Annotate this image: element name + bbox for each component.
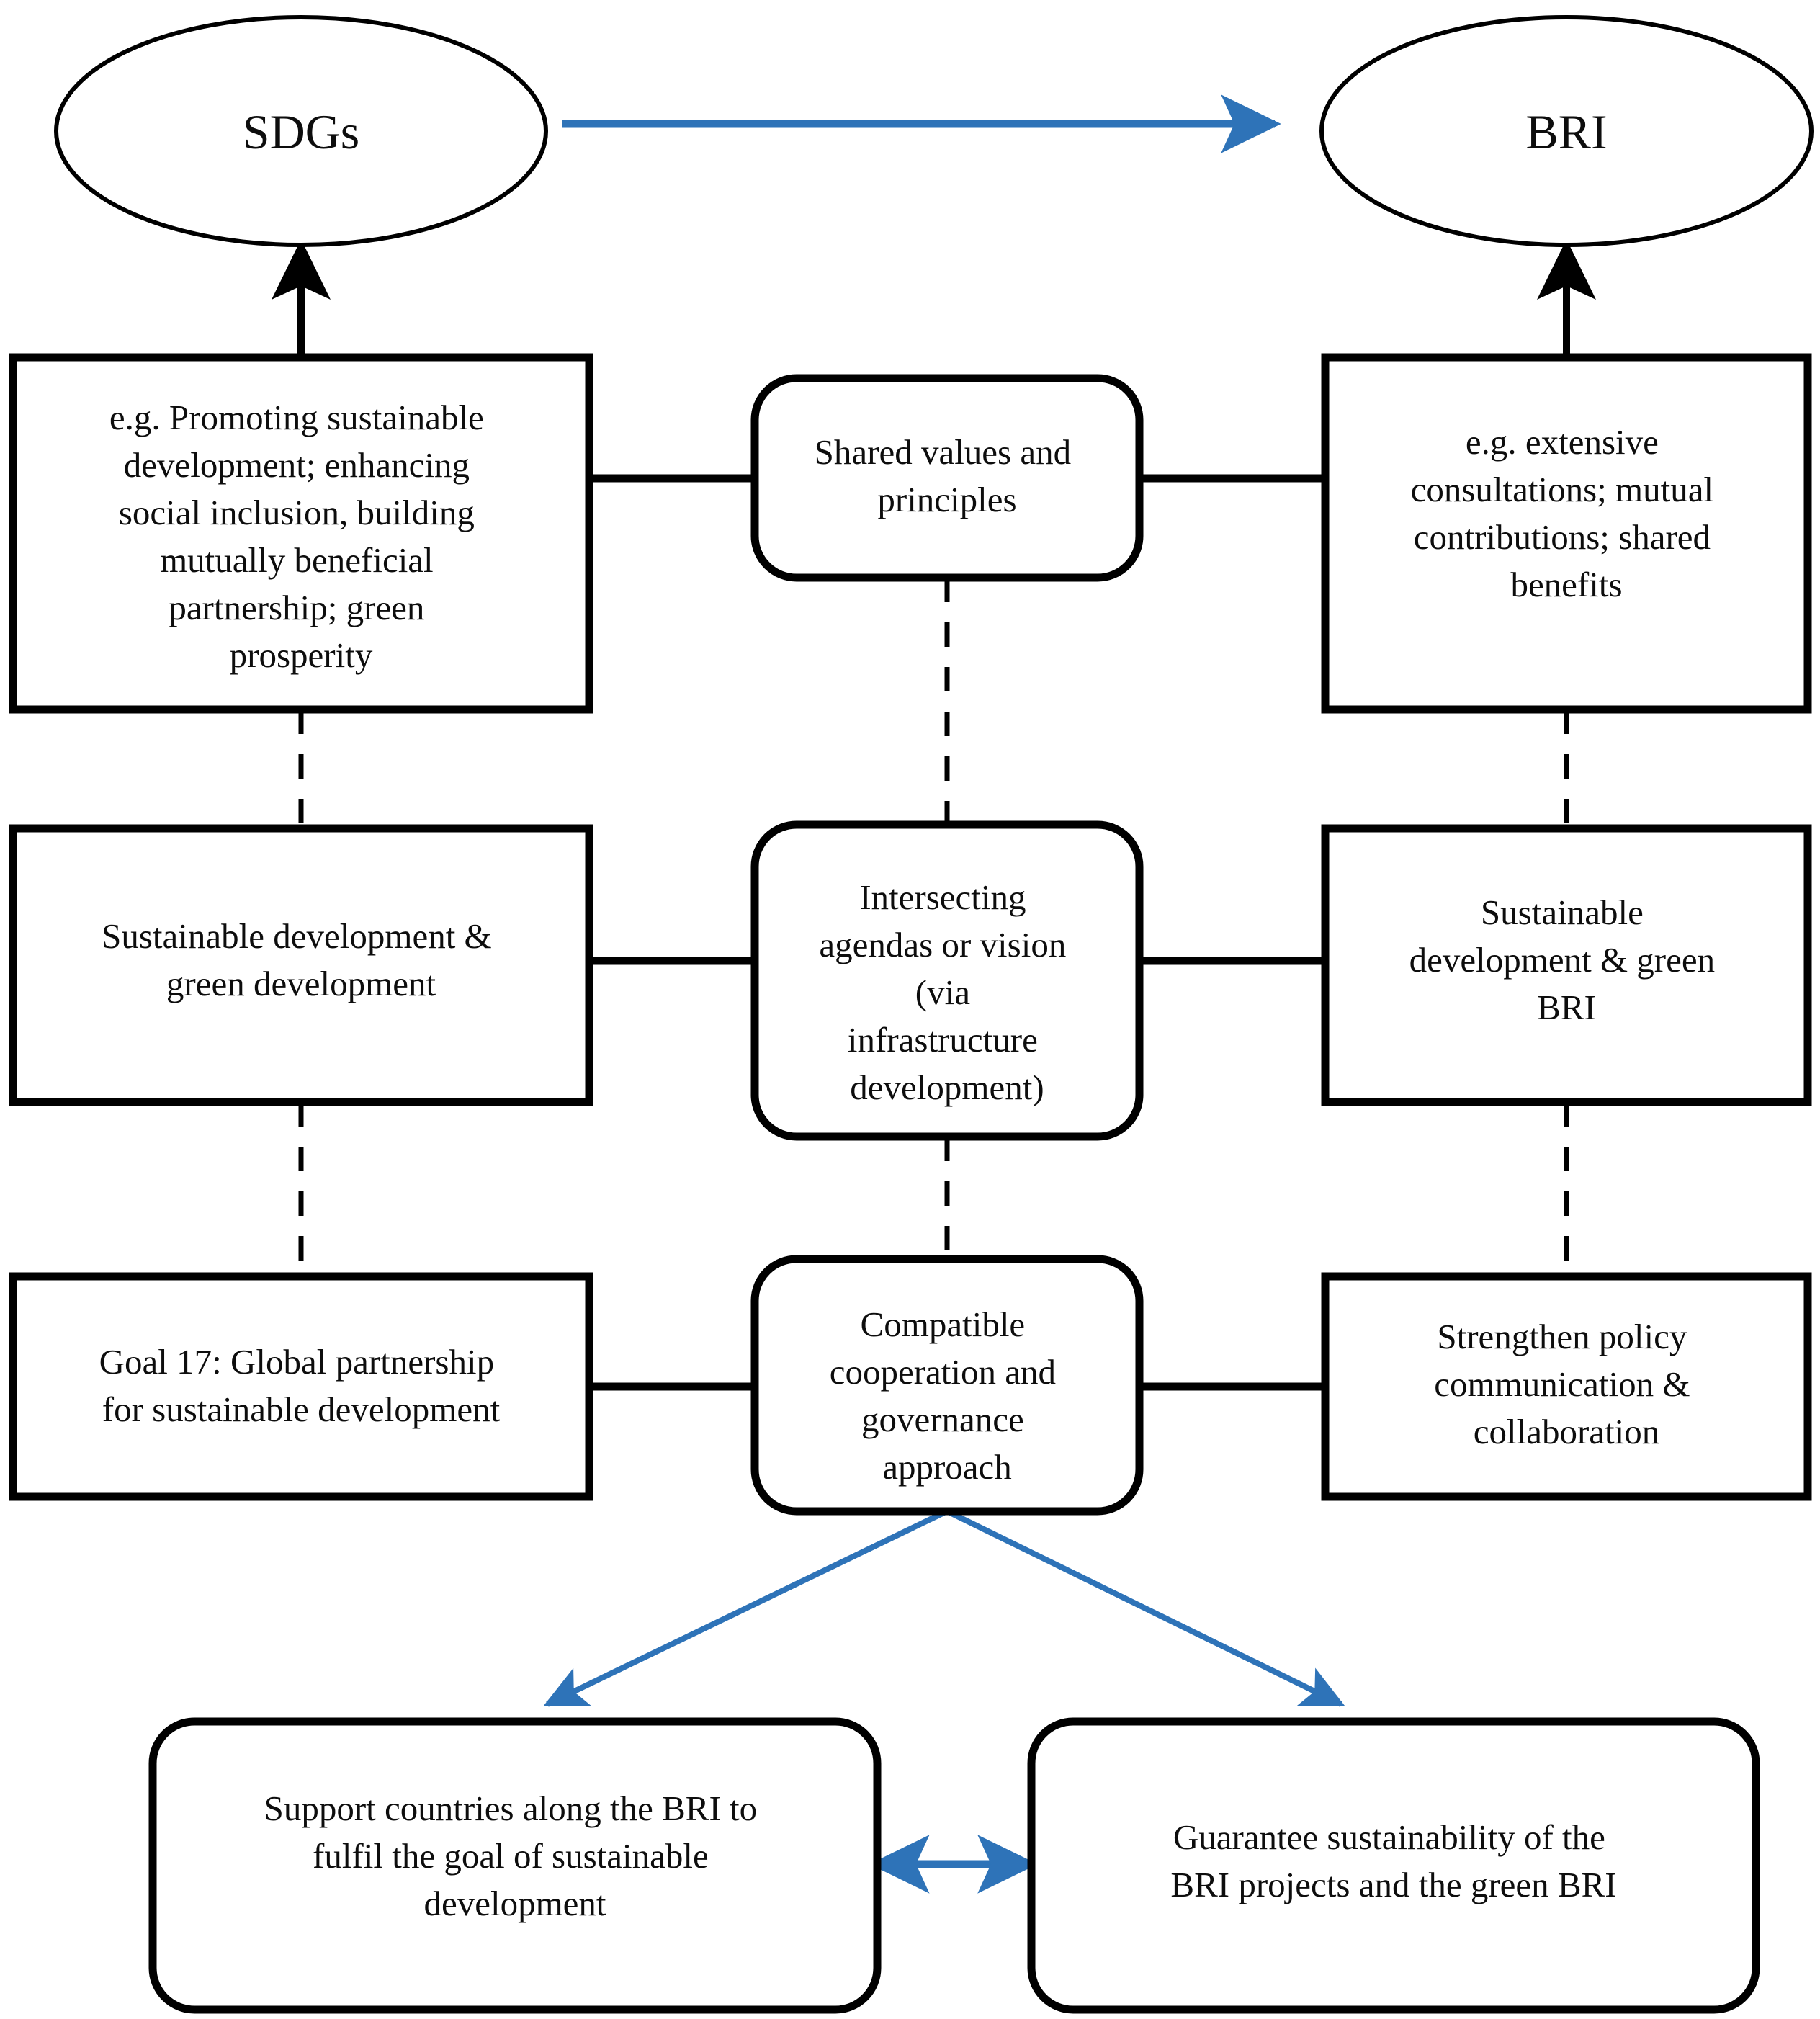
node-support-countries-label: Support countries along the BRI to fulfi… (264, 1789, 766, 1923)
node-sdgs-examples-label: e.g. Promoting sustainable development; … (109, 398, 493, 675)
node-sustainable-green-development[interactable]: Sustainable development & green developm… (9, 824, 593, 1106)
node-sustainable-green-bri-label: Sustainable development & green BRI (1409, 892, 1724, 1027)
node-support-countries[interactable]: Support countries along the BRI to fulfi… (148, 1717, 882, 2014)
connector-compatible-cooperation-to-guarantee-sustainability (946, 1508, 1345, 1707)
node-goal-17[interactable]: Goal 17: Global partnership for sustaina… (9, 1272, 593, 1501)
node-sdgs-examples[interactable]: e.g. Promoting sustainable development; … (9, 353, 593, 714)
node-strengthen-policy[interactable]: Strengthen policy communication & collab… (1321, 1272, 1812, 1501)
node-guarantee-sustainability-label: Guarantee sustainability of the BRI proj… (1170, 1817, 1616, 1904)
node-bri-ellipse-label: BRI (1525, 104, 1607, 159)
node-bri-ellipse[interactable]: BRI (1319, 15, 1814, 247)
node-guarantee-sustainability[interactable]: Guarantee sustainability of the BRI proj… (1027, 1717, 1760, 2014)
node-shared-values[interactable]: Shared values and principles (750, 374, 1144, 582)
node-intersecting-agendas[interactable]: Intersecting agendas or vision (via infr… (750, 820, 1144, 1141)
node-sdgs-ellipse[interactable]: SDGs (54, 15, 548, 247)
node-intersecting-agendas-label: Intersecting agendas or vision (via infr… (819, 877, 1075, 1107)
node-sdgs-ellipse-label: SDGs (243, 104, 360, 159)
node-bri-examples-label: e.g. extensive consultations; mutual con… (1411, 422, 1723, 604)
node-shared-values-label: Shared values and principles (815, 432, 1080, 519)
node-bri-examples[interactable]: e.g. extensive consultations; mutual con… (1321, 353, 1812, 714)
node-sustainable-green-bri[interactable]: Sustainable development & green BRI (1321, 824, 1812, 1106)
connector-compatible-cooperation-to-support-countries (543, 1508, 949, 1707)
node-compatible-cooperation-label: Compatible cooperation and governance ap… (830, 1304, 1065, 1487)
node-strengthen-policy-label: Strengthen policy communication & collab… (1434, 1317, 1698, 1451)
node-compatible-cooperation[interactable]: Compatible cooperation and governance ap… (750, 1255, 1144, 1516)
node-sustainable-green-development-label: Sustainable development & green developm… (102, 916, 501, 1003)
node-goal-17-label: Goal 17: Global partnership for sustaina… (99, 1342, 503, 1429)
